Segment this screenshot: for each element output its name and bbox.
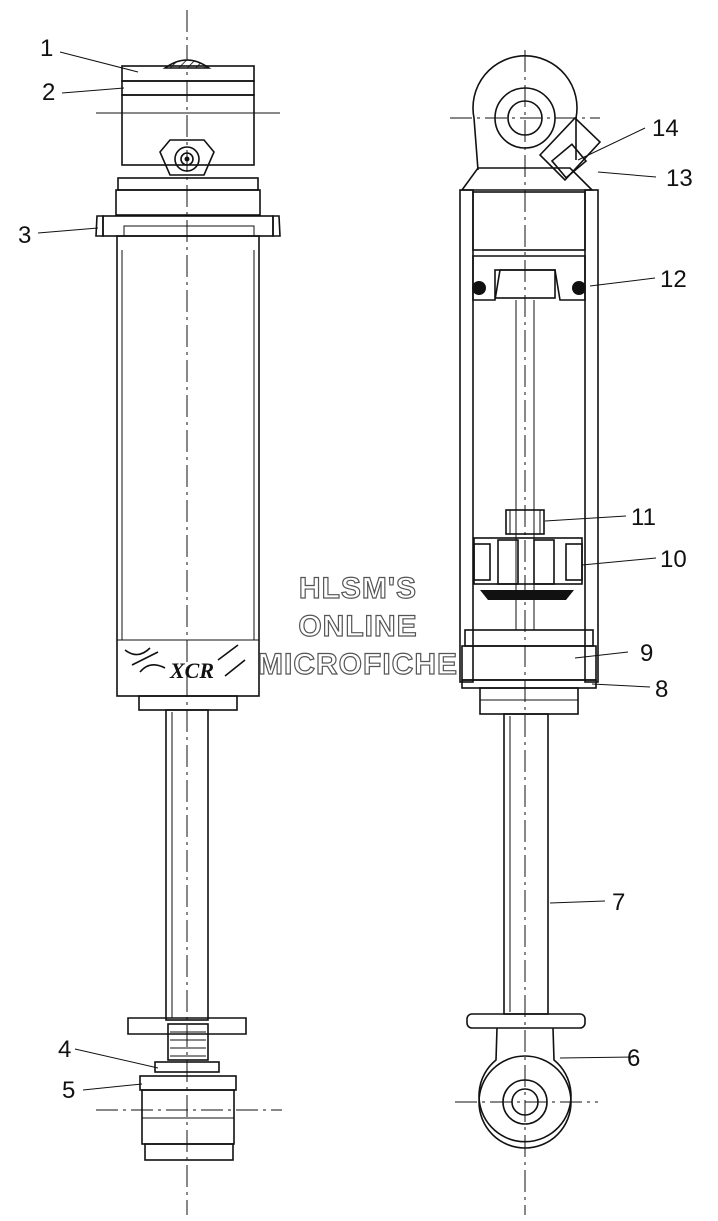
callout-14: 14 bbox=[652, 115, 679, 142]
callout-9: 9 bbox=[640, 640, 653, 667]
callout-12: 12 bbox=[660, 266, 687, 293]
callout-8: 8 bbox=[655, 676, 668, 703]
callout-2: 2 bbox=[42, 79, 55, 106]
leader-lines bbox=[37, 51, 657, 1091]
xcr-logo: XCR bbox=[124, 644, 246, 683]
callout-7: 7 bbox=[612, 889, 625, 916]
callout-10: 10 bbox=[660, 546, 687, 573]
callout-11: 11 bbox=[631, 504, 656, 531]
callout-5: 5 bbox=[62, 1077, 75, 1104]
callout-6: 6 bbox=[627, 1045, 640, 1072]
right-shock-section bbox=[450, 50, 602, 1215]
watermark: HLSM'S ONLINE MICROFICHE bbox=[257, 571, 458, 681]
watermark-line-1: HLSM'S bbox=[299, 572, 417, 605]
callout-13: 13 bbox=[666, 165, 693, 192]
callout-4: 4 bbox=[58, 1036, 71, 1063]
logo-text: XCR bbox=[169, 658, 214, 683]
callout-1: 1 bbox=[40, 35, 53, 62]
watermark-line-2: ONLINE bbox=[298, 610, 417, 643]
left-shock-exterior: XCR bbox=[95, 10, 282, 1215]
callout-3: 3 bbox=[18, 222, 31, 249]
watermark-line-3: MICROFICHE bbox=[258, 648, 458, 681]
